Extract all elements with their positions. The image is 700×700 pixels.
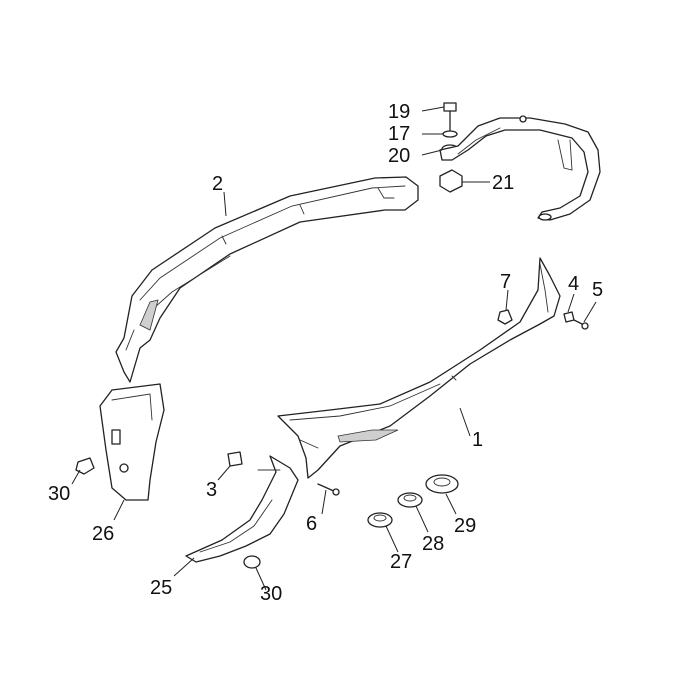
callout-1: 1 <box>472 429 483 451</box>
callout-25: 25 <box>150 577 172 599</box>
callout-3: 3 <box>206 479 217 501</box>
part-4-nut <box>563 311 575 323</box>
bolt-head-19 <box>443 102 457 112</box>
part-25-lower-cover <box>185 455 299 563</box>
rail-rivet <box>519 115 527 123</box>
callout-19: 19 <box>388 101 410 123</box>
part-26-front-cover <box>99 383 165 501</box>
callout-5: 5 <box>592 279 603 301</box>
callout-4: 4 <box>568 273 579 295</box>
callout-29: 29 <box>454 515 476 537</box>
bolt-stack <box>439 102 463 193</box>
part-27-grommet <box>367 512 393 528</box>
leader-lines <box>71 106 597 591</box>
part-3-clip <box>227 451 243 467</box>
washer-17 <box>442 130 458 138</box>
part-7-spacer <box>497 309 513 325</box>
part-28-grommet <box>397 492 423 508</box>
callout-17: 17 <box>388 123 410 145</box>
nut-21 <box>439 169 463 193</box>
part-2-upper-side-panel <box>115 176 419 383</box>
grab-rail-bracket <box>439 115 601 221</box>
callout-20: 20 <box>388 145 410 167</box>
part-26-grommet <box>119 463 129 473</box>
callout-21: 21 <box>492 172 514 194</box>
rail-mount-hole <box>538 213 552 221</box>
callout-6: 6 <box>306 513 317 535</box>
callout-7: 7 <box>500 271 511 293</box>
part-30-cap-bottom <box>243 555 261 569</box>
part-6-screw <box>317 483 340 496</box>
callout-30-bottom: 30 <box>260 583 282 605</box>
callout-2: 2 <box>212 173 223 195</box>
callout-27: 27 <box>390 551 412 573</box>
part-29-grommet <box>425 474 459 494</box>
part-30-cap-left <box>75 457 95 475</box>
part-1-lower-side-panel <box>277 257 561 479</box>
callout-28: 28 <box>422 533 444 555</box>
part-5-screw <box>573 319 589 330</box>
callout-30-left: 30 <box>48 483 70 505</box>
callout-26: 26 <box>92 523 114 545</box>
